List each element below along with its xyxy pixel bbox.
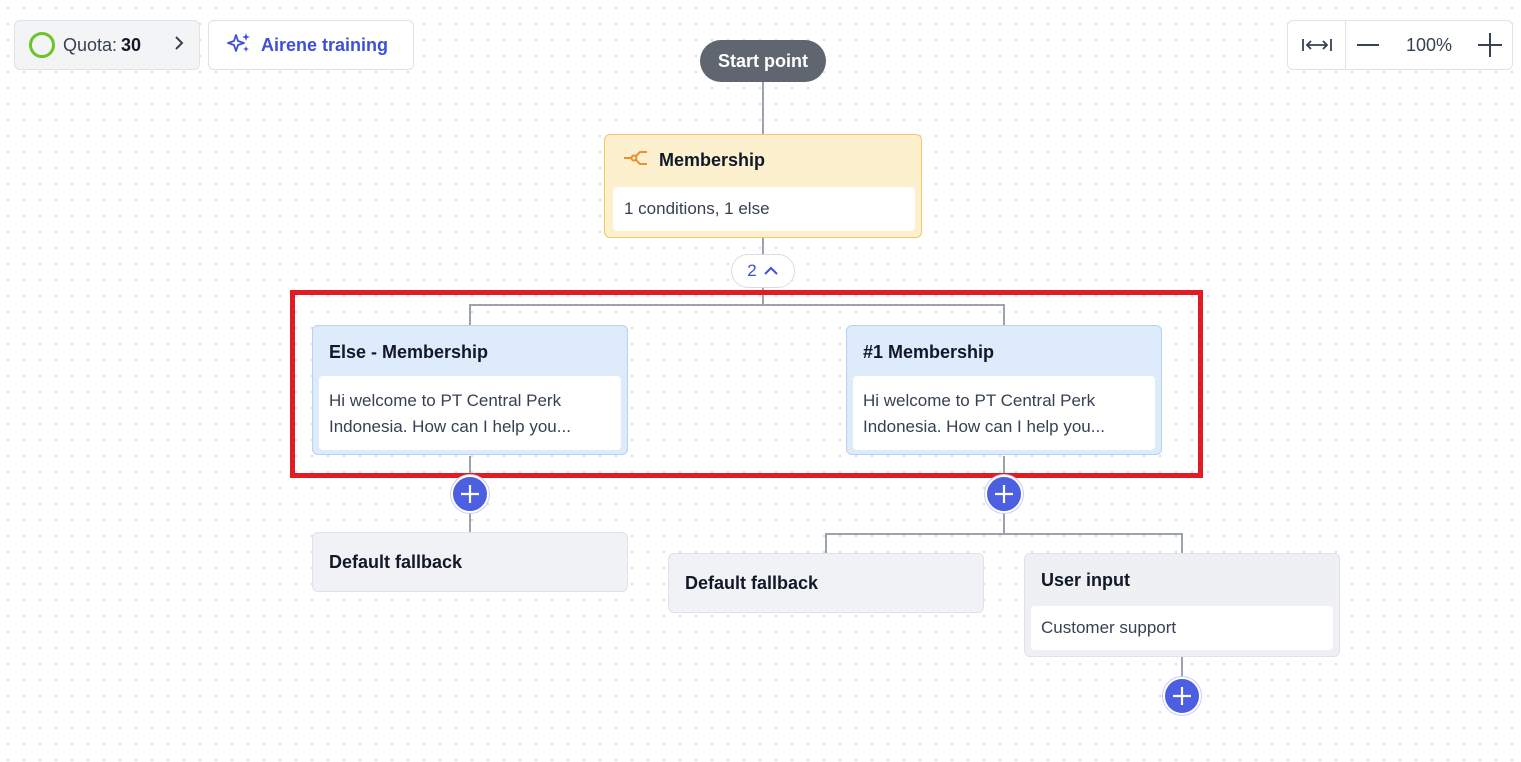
- message-node-preview: Hi welcome to PT Central Perk Indonesia.…: [319, 376, 621, 450]
- quota-button[interactable]: Quota: 30: [14, 20, 200, 70]
- chevron-up-icon: [763, 261, 779, 281]
- add-step-button[interactable]: [985, 475, 1023, 513]
- connector-line: [1181, 657, 1183, 679]
- quota-value: 30: [121, 34, 142, 55]
- message-preview-line: Indonesia. How can I help you...: [863, 417, 1105, 436]
- message-node-1-membership[interactable]: #1 Membership Hi welcome to PT Central P…: [846, 325, 1162, 455]
- branch-count: 2: [747, 261, 757, 280]
- user-input-title: User input: [1041, 569, 1131, 590]
- quota-progress-icon: [29, 32, 55, 58]
- message-preview-line: Indonesia. How can I help you...: [329, 417, 571, 436]
- connector-line: [762, 238, 764, 254]
- minus-icon: [1357, 44, 1379, 46]
- start-point-node[interactable]: Start point: [700, 40, 826, 82]
- condition-node-membership[interactable]: Membership 1 conditions, 1 else: [604, 134, 922, 238]
- message-preview-line: Hi welcome to PT Central Perk: [863, 391, 1096, 410]
- message-node-title: Else - Membership: [329, 341, 489, 362]
- plus-icon: [461, 485, 479, 503]
- plus-icon: [1478, 33, 1502, 57]
- connector-line: [469, 304, 471, 326]
- chevron-right-icon: [173, 34, 185, 57]
- condition-node-header: Membership: [605, 135, 921, 185]
- fallback-label: Default fallback: [329, 551, 463, 572]
- airene-training-label: Airene training: [261, 34, 389, 55]
- condition-title: Membership: [659, 149, 766, 170]
- connector-line: [762, 288, 764, 304]
- message-node-title: #1 Membership: [863, 341, 995, 362]
- connector-line: [1003, 304, 1005, 326]
- user-input-value: Customer support: [1031, 606, 1333, 650]
- fallback-label: Default fallback: [685, 572, 819, 593]
- message-node-preview: Hi welcome to PT Central Perk Indonesia.…: [853, 376, 1155, 450]
- plus-icon: [995, 485, 1013, 503]
- zoom-out-button[interactable]: [1346, 21, 1390, 69]
- message-node-else-membership[interactable]: Else - Membership Hi welcome to PT Centr…: [312, 325, 628, 455]
- highlight-frame: [290, 290, 1203, 478]
- condition-summary: 1 conditions, 1 else: [613, 187, 915, 231]
- connector-line: [825, 533, 827, 555]
- plus-icon: [1173, 687, 1191, 705]
- airene-training-button[interactable]: Airene training: [208, 20, 414, 70]
- zoom-level: 100%: [1405, 34, 1453, 55]
- add-step-button[interactable]: [451, 475, 489, 513]
- fallback-node-branch-1[interactable]: Default fallback: [668, 553, 984, 613]
- start-point-label: Start point: [718, 50, 808, 71]
- connector-line: [762, 82, 764, 134]
- add-step-button[interactable]: [1163, 677, 1201, 715]
- fallback-node-else[interactable]: Default fallback: [312, 532, 628, 592]
- connector-line: [1181, 533, 1183, 555]
- branch-collapse-toggle[interactable]: 2: [731, 254, 795, 288]
- fit-width-icon[interactable]: [1288, 21, 1346, 69]
- connector-line: [469, 304, 1005, 306]
- branch-icon: [623, 148, 649, 173]
- zoom-in-button[interactable]: [1468, 21, 1512, 69]
- sparkle-icon: [227, 32, 251, 59]
- connector-line: [825, 533, 1183, 535]
- zoom-controls: 100%: [1287, 20, 1513, 70]
- message-preview-line: Hi welcome to PT Central Perk: [329, 391, 562, 410]
- user-input-node[interactable]: User input Customer support: [1024, 553, 1340, 657]
- quota-text: Quota: 30: [63, 35, 141, 56]
- quota-label: Quota:: [63, 34, 118, 55]
